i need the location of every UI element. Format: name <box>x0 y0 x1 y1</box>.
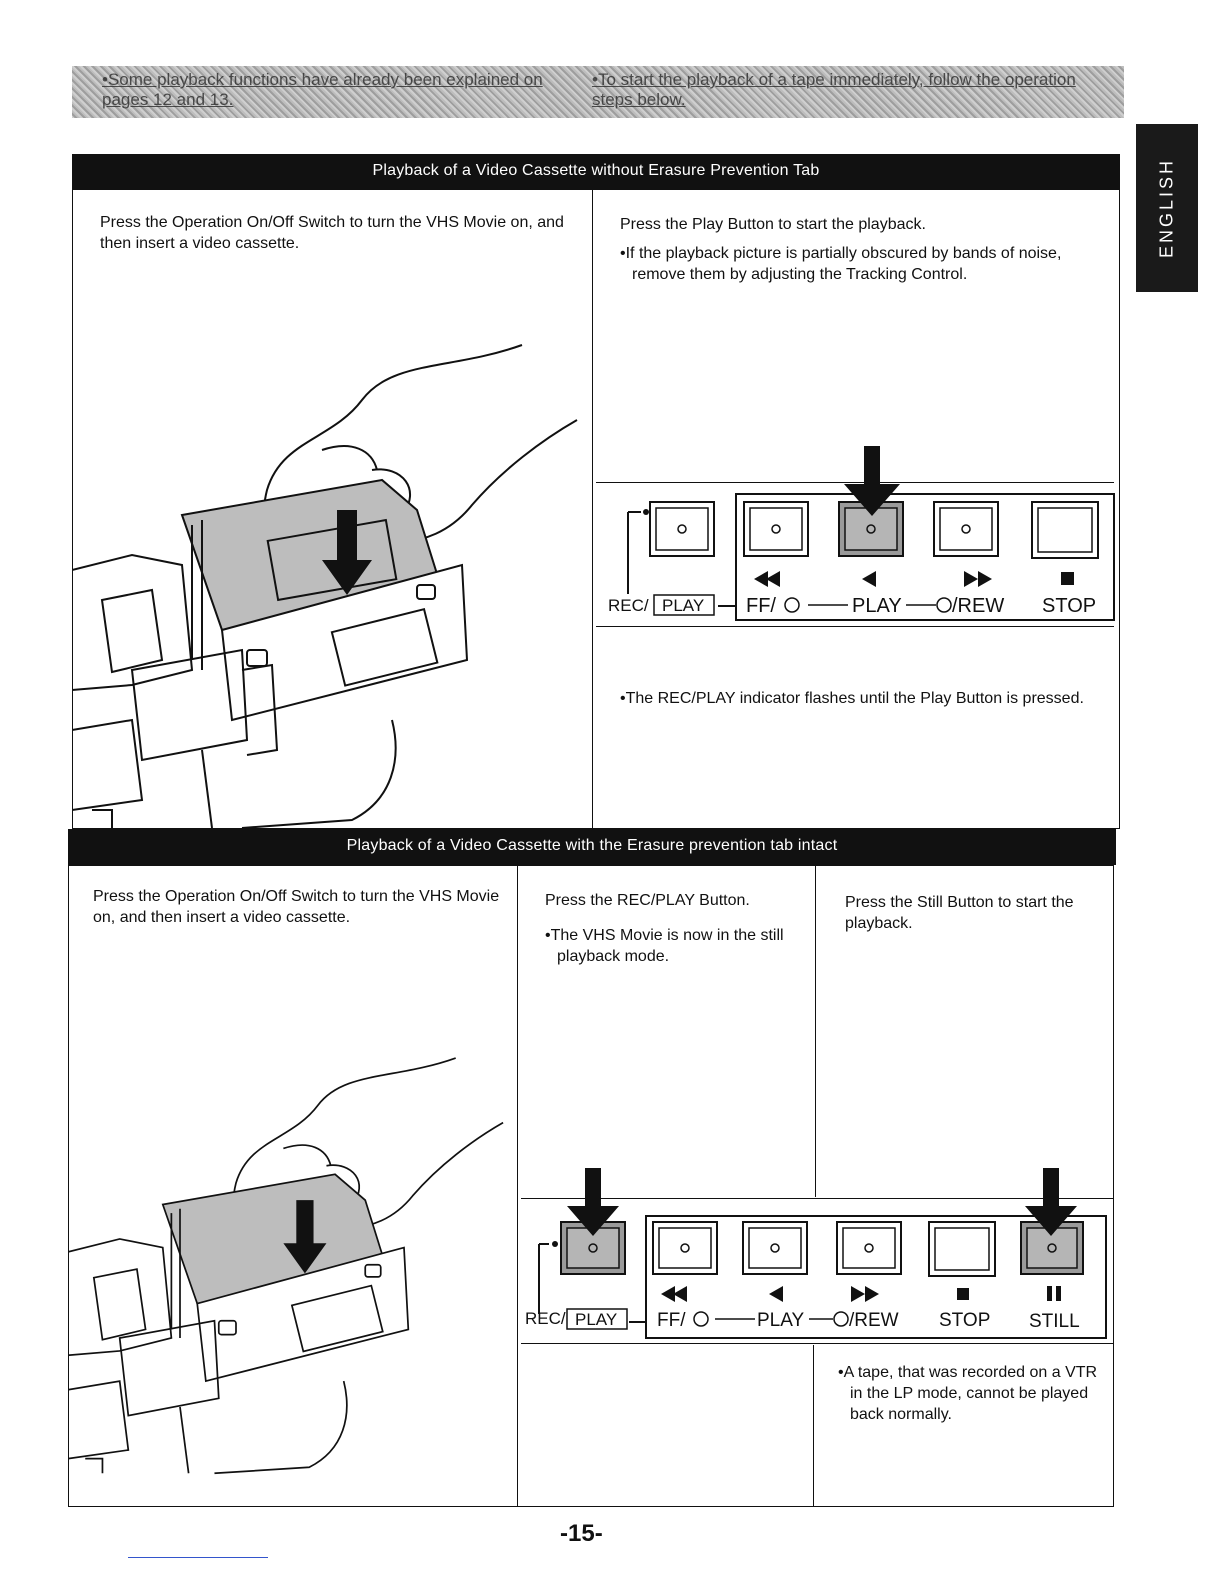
banner-right-text: •To start the playback of a tape immedia… <box>592 70 1076 109</box>
ff-button-2 <box>652 1221 718 1275</box>
section1-right-bullet: •If the playback picture is partially ob… <box>620 245 1062 283</box>
section1-divider <box>592 189 593 829</box>
language-tab-label: ENGLISH <box>1156 157 1177 259</box>
panel1-bottom-line <box>596 626 1114 627</box>
section2-middle-text-block: Press the REC/PLAY Button. •The VHS Movi… <box>545 890 803 975</box>
language-tab: ENGLISH <box>1136 124 1198 292</box>
rewind-symbol <box>964 571 992 587</box>
section2-middle-text: Press the REC/PLAY Button. <box>545 892 750 909</box>
section1-right-text: Press the Play Button to start the playb… <box>620 216 926 233</box>
rec-label-1: REC/ <box>608 596 649 615</box>
play-box-label-2: PLAY <box>575 1310 617 1329</box>
rec-play-button-1 <box>643 501 715 557</box>
rew-button-2 <box>836 1221 902 1275</box>
section2-frame <box>68 865 1114 1507</box>
rew-label-2: /REW <box>849 1310 899 1331</box>
section2-title: Playback of a Video Cassette with the Er… <box>68 829 1116 865</box>
control-panel-1: REC/ PLAY FF/ PLAY /REW STOP <box>608 446 1115 621</box>
pointer-arrow-icon <box>567 1168 619 1236</box>
section2-left-text: Press the Operation On/Off Switch to tur… <box>93 888 500 926</box>
rec-label-2: REC/ <box>525 1309 566 1328</box>
stop-button-1 <box>1031 501 1099 559</box>
pointer-arrow-icon <box>844 446 900 516</box>
stop-label-1: STOP <box>1042 595 1096 617</box>
section2-divider-1 <box>517 865 518 1507</box>
section2-middle-bullet: •The VHS Movie is now in the still playb… <box>545 927 784 965</box>
play-symbol <box>862 571 876 587</box>
stop-symbol <box>957 1288 969 1300</box>
panel2-bottom-line <box>521 1343 1113 1344</box>
ff-label-1: FF/ <box>746 595 776 617</box>
still-label-2: STILL <box>1029 1311 1080 1332</box>
fast-forward-symbol <box>754 571 780 587</box>
stop-label-2: STOP <box>939 1310 990 1331</box>
panel1-top-line <box>596 482 1114 483</box>
still-symbol <box>1047 1286 1052 1301</box>
banner-left-text: •Some playback functions have already be… <box>102 70 543 109</box>
stop-button-2 <box>928 1221 996 1277</box>
pointer-arrow-icon <box>1025 1168 1077 1236</box>
play-label-1: PLAY <box>852 595 902 617</box>
cassette-insert-illustration <box>72 344 578 828</box>
control-panel-2: REC/ PLAY FF/ PLAY /REW STOP STILL <box>525 1168 1107 1339</box>
play-label-2: PLAY <box>757 1310 805 1331</box>
section1-panel-note: •The REC/PLAY indicator flashes until th… <box>620 690 1084 707</box>
rew-label-1: /REW <box>952 595 1004 617</box>
play-box-label-1: PLAY <box>662 596 704 615</box>
play-button-2 <box>742 1221 808 1275</box>
section1-left-text: Press the Operation On/Off Switch to tur… <box>100 214 564 252</box>
section2-right-text: Press the Still Button to start the play… <box>845 894 1074 932</box>
rewind-symbol <box>851 1286 879 1302</box>
page-number: -15- <box>560 1520 603 1547</box>
ff-label-2: FF/ <box>657 1310 686 1331</box>
play-symbol <box>769 1286 783 1302</box>
panel2-top-line <box>521 1198 1113 1199</box>
section1-right-text-block: Press the Play Button to start the playb… <box>620 214 1090 293</box>
section1-title: Playback of a Video Cassette without Era… <box>72 154 1120 189</box>
section2-right-note: •A tape, that was recorded on a VTR in t… <box>838 1364 1098 1423</box>
ff-button-1 <box>743 501 809 557</box>
section2-divider-3 <box>813 1345 814 1507</box>
stop-symbol <box>1061 572 1074 585</box>
fast-forward-symbol <box>661 1286 687 1302</box>
section2-divider-2 <box>815 865 816 1197</box>
rew-button-1 <box>933 501 999 557</box>
cassette-insert-illustration-2 <box>68 1057 504 1475</box>
header-banner: •Some playback functions have already be… <box>72 66 1124 118</box>
footer-line <box>128 1557 268 1558</box>
section1-frame <box>72 189 1120 829</box>
